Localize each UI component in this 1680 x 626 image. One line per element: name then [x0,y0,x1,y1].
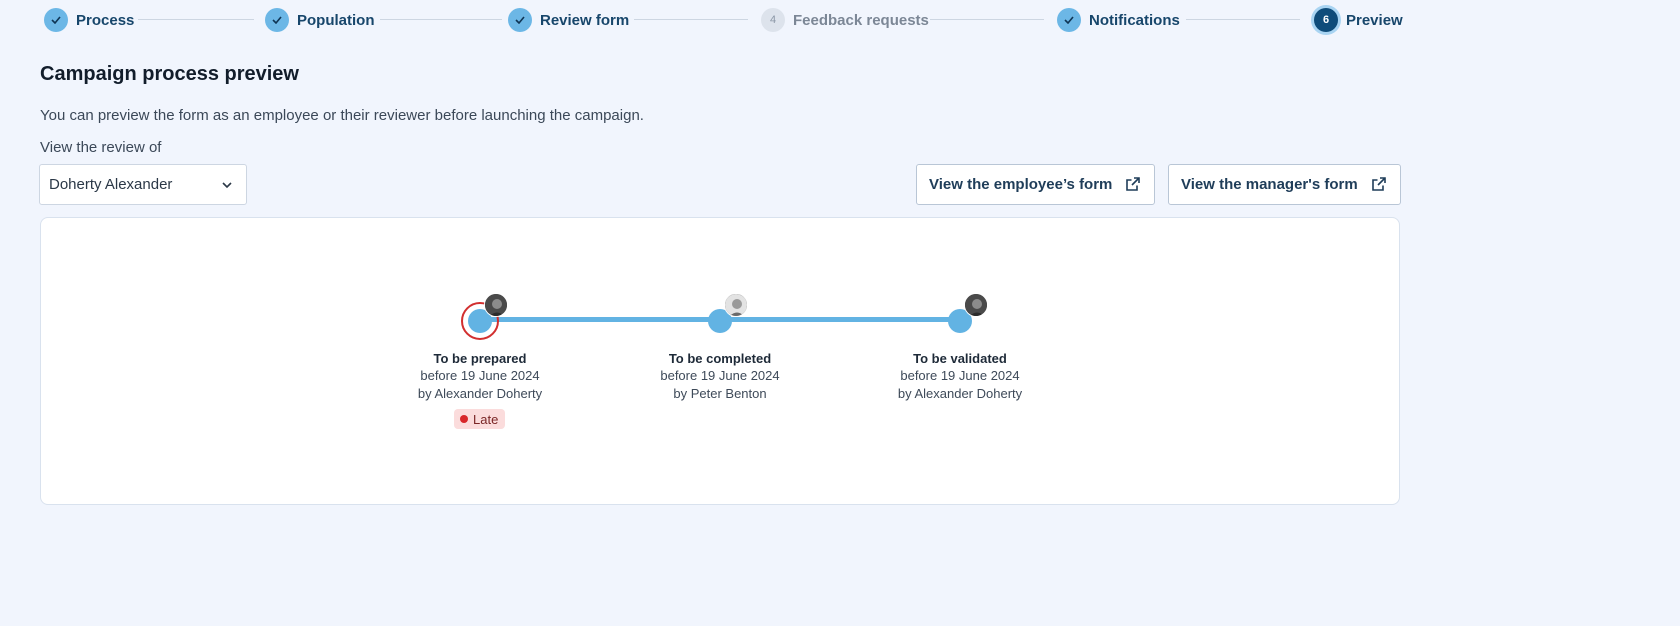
stage-deadline: before 19 June 2024 [900,368,1020,383]
stage-to-be-validated: To be validated before 19 June 2024 by A… [860,350,1060,403]
avatar [724,293,748,317]
stepper-connector [634,19,748,20]
avatar [964,293,988,317]
selected-employee: Doherty Alexander [49,176,173,193]
page-description: You can preview the form as an employee … [40,107,644,124]
step-label: Population [297,11,375,29]
stage-assignee: by Peter Benton [673,386,767,401]
step-notifications[interactable]: Notifications [1057,8,1180,32]
button-label: View the manager's form [1181,176,1358,193]
step-process[interactable]: Process [44,8,134,32]
review-selector-label: View the review of [40,139,162,156]
stepper-connector [380,19,502,20]
button-label: View the employee’s form [929,176,1113,193]
stage-title: To be completed [668,351,772,366]
view-employee-form-button[interactable]: View the employee’s form [916,164,1155,205]
external-link-icon [1124,176,1141,198]
stage-assignee: by Alexander Doherty [417,386,543,401]
stepper-connector [930,19,1044,20]
step-number: 6 [1314,8,1338,32]
step-label: Review form [540,11,630,29]
step-label: Preview [1346,11,1403,29]
check-icon [44,8,68,32]
avatar [484,293,508,317]
check-icon [1057,8,1081,32]
late-status-badge: Late [454,409,506,429]
check-icon [508,8,532,32]
stage-deadline: before 19 June 2024 [660,368,780,383]
step-label: Notifications [1089,11,1180,29]
campaign-stepper: Process Population Review form 4 Feedbac… [0,0,1680,40]
current-stage-ring [461,302,499,340]
stage-deadline: before 19 June 2024 [420,368,540,383]
step-feedback-requests[interactable]: 4 Feedback requests [761,8,929,32]
stage-assignee: by Alexander Doherty [897,386,1023,401]
check-icon [265,8,289,32]
status-dot [460,415,468,423]
review-of-select[interactable]: Doherty Alexander [39,164,247,205]
process-preview-card [40,217,1400,505]
step-number: 4 [761,8,785,32]
page-title: Campaign process preview [40,63,299,85]
step-population[interactable]: Population [265,8,375,32]
step-label: Process [76,11,135,29]
stage-title: To be validated [913,351,1007,366]
step-review-form[interactable]: Review form [508,8,629,32]
stepper-connector [138,19,254,20]
step-preview[interactable]: 6 Preview [1314,8,1403,32]
stepper-connector [1186,19,1300,20]
view-manager-form-button[interactable]: View the manager's form [1168,164,1401,205]
chevron-down-icon [220,178,234,197]
status-text: Late [473,411,499,427]
stage-to-be-completed: To be completed before 19 June 2024 by P… [620,350,820,403]
external-link-icon [1370,176,1387,198]
stage-title: To be prepared [433,351,527,366]
stage-to-be-prepared: To be prepared before 19 June 2024 by Al… [380,350,580,403]
step-label: Feedback requests [793,11,929,29]
